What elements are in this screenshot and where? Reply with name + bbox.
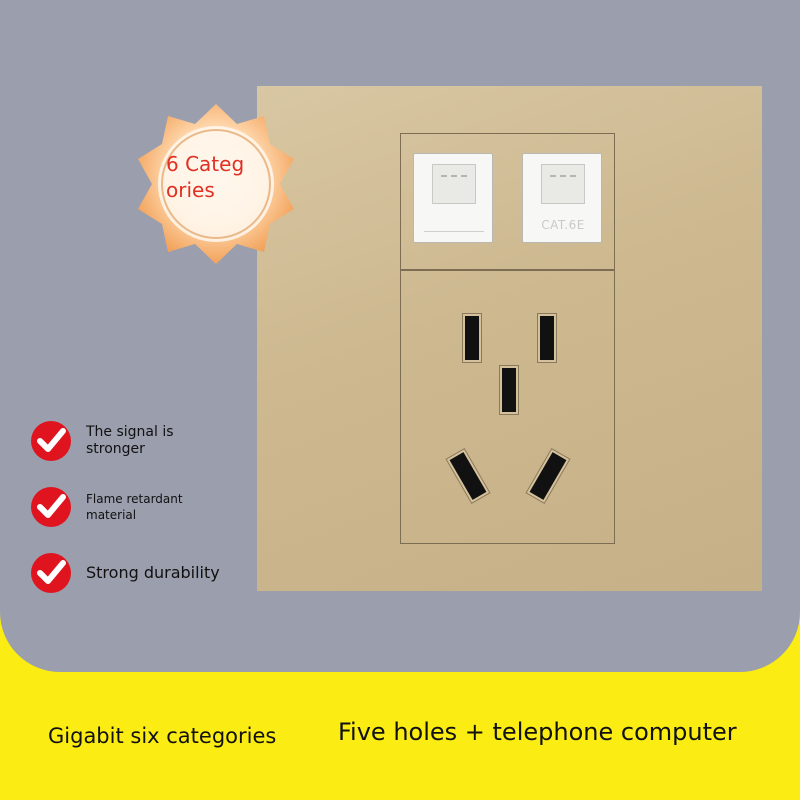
power-module-frame [400, 270, 615, 544]
jack-label: CAT.6E [541, 218, 585, 232]
feature-flame: Flame retardant material [30, 486, 183, 528]
feature-label-line1: Flame retardant [86, 492, 183, 506]
badge-text-line1: 6 Categ [166, 152, 245, 176]
feature-durability: Strong durability [30, 552, 220, 594]
feature-label-line2: stronger [86, 441, 145, 457]
feature-label-line1: Strong durability [86, 563, 220, 582]
footer-right-text: Five holes + telephone computer [338, 718, 737, 746]
outlet-hole-two-pin-right [540, 316, 554, 360]
red-check-icon [31, 553, 71, 593]
feature-signal: The signal is stronger [30, 420, 174, 462]
rj45-jack-right: CAT.6E [522, 153, 602, 243]
footer-left-text: Gigabit six categories [48, 724, 277, 748]
badge-text-line2: ories [166, 178, 215, 202]
red-check-icon [31, 487, 71, 527]
red-check-icon [31, 421, 71, 461]
outlet-hole-earth [502, 368, 516, 412]
feature-label-line2: material [86, 508, 137, 522]
category-badge-icon [138, 104, 294, 264]
rj45-jack-left [413, 153, 493, 243]
network-module-frame [400, 133, 615, 270]
feature-label-line1: The signal is [86, 424, 174, 440]
rj45-port-icon [432, 164, 476, 204]
rj45-port-icon [541, 164, 585, 204]
badge-text: 6 Categ ories [166, 151, 266, 203]
socket-panel [257, 86, 762, 591]
outlet-hole-two-pin-left [465, 316, 479, 360]
